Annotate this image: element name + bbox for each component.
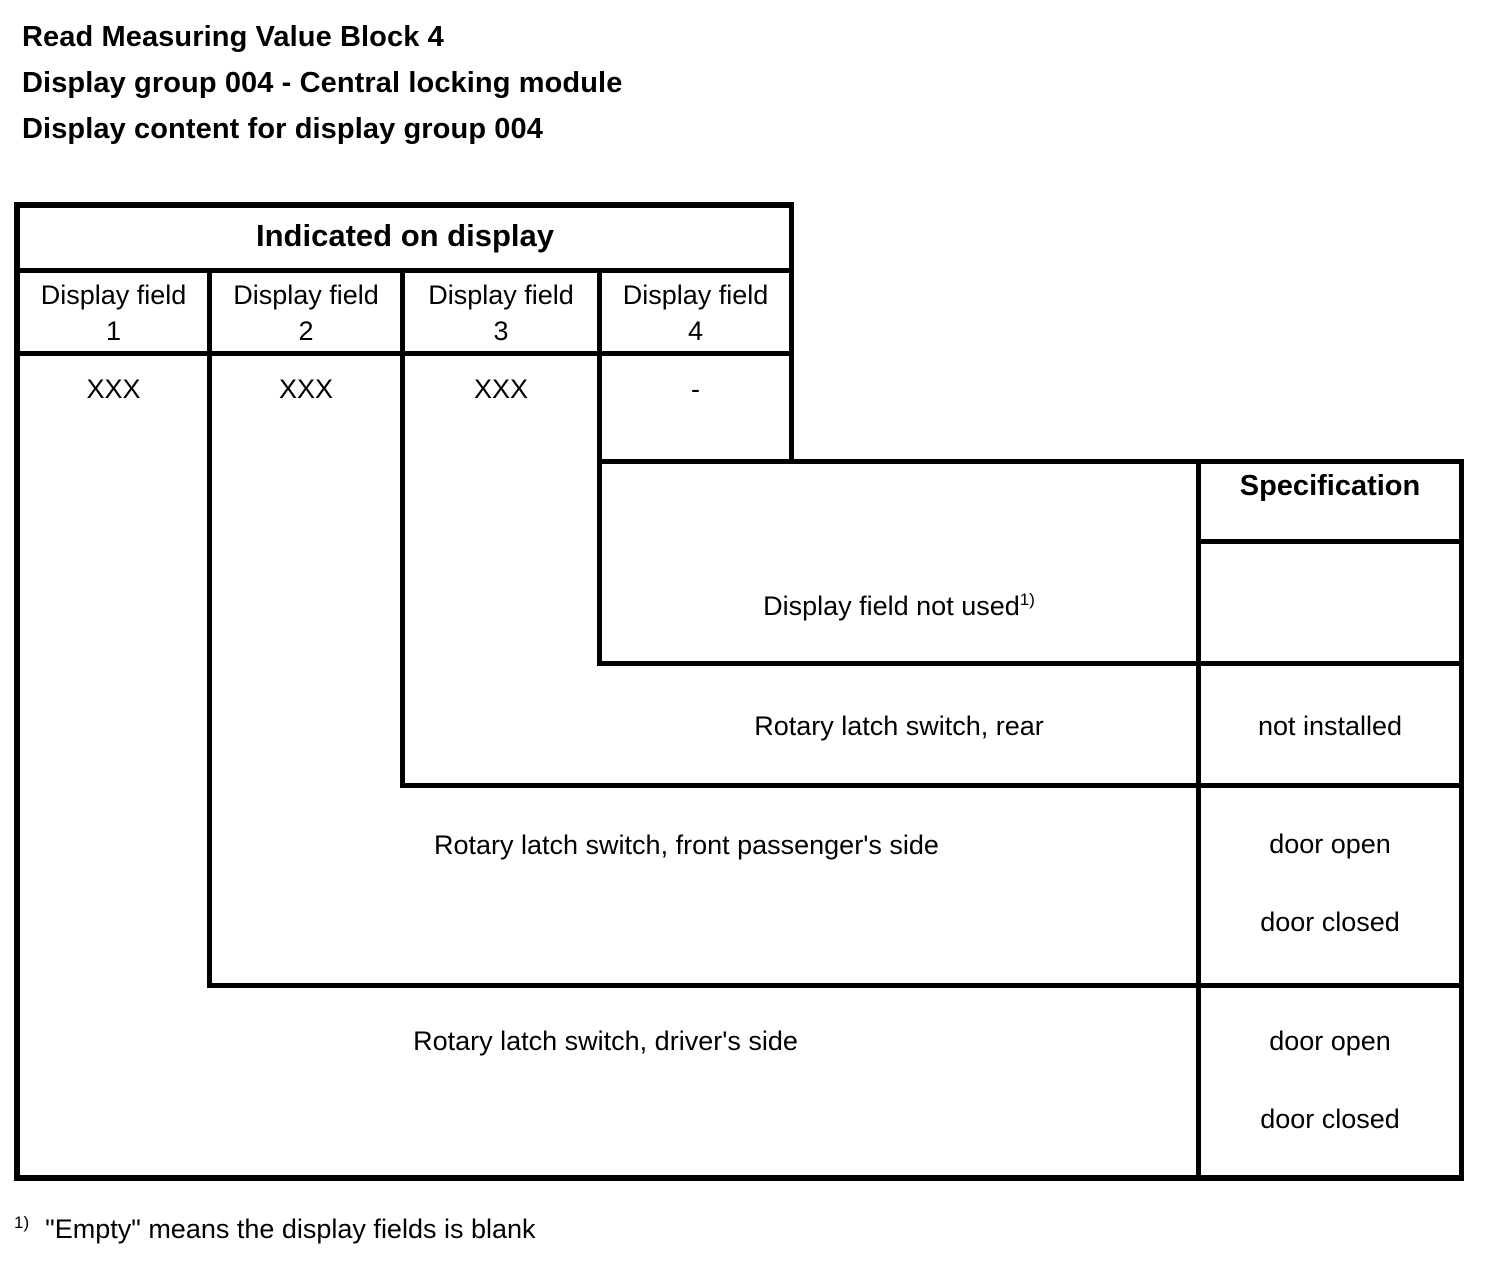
value-cell-field-1: XXX bbox=[86, 374, 141, 404]
column-header-field-3: Display field 3 bbox=[405, 277, 597, 349]
spec-cell-field-2: door open door closed bbox=[1201, 826, 1459, 940]
spec-value-field-2-line-1: door open bbox=[1269, 829, 1391, 859]
description-cell-field-4: Display field not used1) bbox=[607, 588, 1191, 624]
spec-block-top-border bbox=[790, 459, 1464, 464]
column-header-label-1: Display field bbox=[40, 280, 187, 310]
spec-value-field-3-line-1: not installed bbox=[1257, 711, 1403, 741]
footnote: 1) "Empty" means the display fields is bl… bbox=[14, 1212, 536, 1246]
group-header-label: Indicated on display bbox=[256, 218, 554, 253]
field4-right-border bbox=[789, 202, 794, 464]
value-cell-field-4: - bbox=[691, 374, 700, 404]
description-text-field-4: Display field not used bbox=[763, 591, 1020, 621]
footnote-marker: 1) bbox=[14, 1213, 30, 1232]
spec-column-left-border bbox=[1196, 459, 1201, 1181]
spec-header-divider bbox=[1196, 539, 1464, 544]
column-header-field-4: Display field 4 bbox=[602, 277, 789, 349]
footnote-marker-field-4: 1) bbox=[1019, 590, 1035, 609]
value-cell-field-2: XXX bbox=[278, 374, 334, 404]
step-divider-field4 bbox=[597, 459, 794, 464]
column-header-number-1: 1 bbox=[105, 316, 122, 346]
spec-value-field-1-line-1: door open bbox=[1269, 1026, 1391, 1056]
table-bottom-border bbox=[14, 1175, 1464, 1181]
page-title-line-2: Display group 004 - Central locking modu… bbox=[22, 67, 623, 99]
document-heading: Read Measuring Value Block 4 Display gro… bbox=[22, 14, 1222, 152]
table-top-border bbox=[14, 202, 794, 208]
spec-value-field-2-line-2: door closed bbox=[1260, 907, 1400, 937]
column-header-label-3: Display field bbox=[428, 280, 574, 310]
page-title-line-1: Read Measuring Value Block 4 bbox=[22, 21, 444, 53]
column-divider-3-4 bbox=[597, 268, 602, 666]
spec-cell-field-1: door open door closed bbox=[1201, 1023, 1459, 1137]
column-header-number-2: 2 bbox=[298, 316, 314, 346]
row-divider-field4-desc bbox=[597, 661, 1464, 666]
column-header-field-2: Display field 2 bbox=[212, 277, 400, 349]
table-left-border bbox=[14, 202, 20, 1181]
spec-gap-field-2 bbox=[1201, 862, 1459, 904]
spec-cell-field-3: not installed bbox=[1201, 708, 1459, 744]
table-right-border bbox=[1459, 459, 1464, 1181]
column-header-number-3: 3 bbox=[493, 316, 509, 346]
spec-header-label: Specification bbox=[1239, 470, 1421, 502]
description-cell-field-3: Rotary latch switch, rear bbox=[754, 711, 1044, 741]
spec-gap-field-1 bbox=[1201, 1059, 1459, 1101]
page-title-line-3: Display content for display group 004 bbox=[22, 113, 543, 145]
description-cell-field-2: Rotary latch switch, front passenger's s… bbox=[434, 830, 939, 860]
column-header-label-2: Display field bbox=[233, 280, 379, 310]
row-divider-field2-desc bbox=[207, 983, 1464, 988]
spec-value-field-1-line-2: door closed bbox=[1260, 1104, 1400, 1134]
column-header-number-4: 4 bbox=[687, 316, 704, 346]
column-divider-2-3 bbox=[400, 268, 405, 788]
description-cell-field-1: Rotary latch switch, driver's side bbox=[413, 1026, 798, 1056]
column-header-field-1: Display field 1 bbox=[20, 277, 207, 349]
value-cell-field-3: XXX bbox=[473, 374, 529, 404]
column-header-label-4: Display field bbox=[622, 280, 769, 310]
footnote-text: "Empty" means the display fields is blan… bbox=[45, 1214, 536, 1244]
row-divider-field3-desc bbox=[402, 783, 1464, 788]
column-divider-1-2 bbox=[207, 268, 212, 988]
